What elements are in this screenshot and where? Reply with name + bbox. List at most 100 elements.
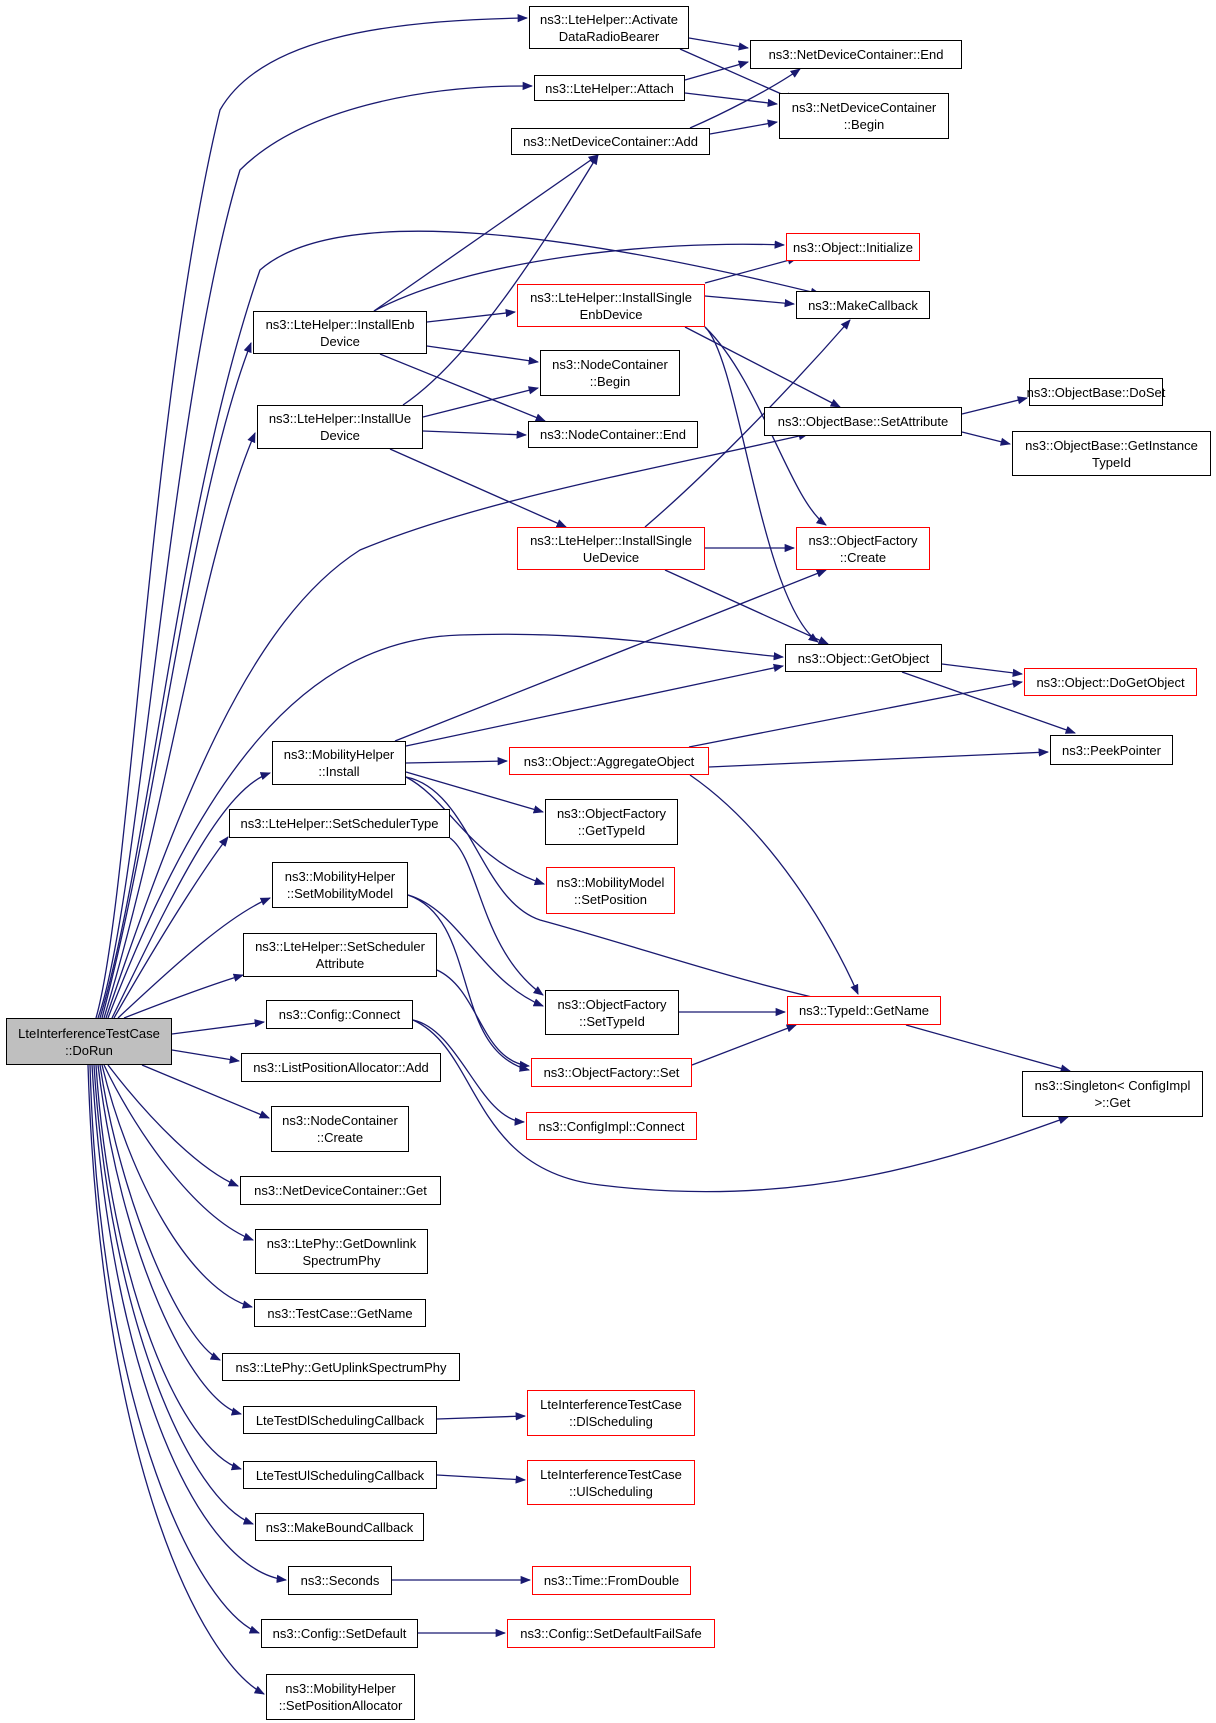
call-edge-38 [684,326,841,408]
call-edge-56 [405,776,545,886]
call-edge-40 [704,326,819,643]
call-edge-8 [111,772,271,1019]
node-mobilityhelper-setpositionallocator[interactable]: ns3::MobilityHelper ::SetPositionAllocat… [266,1674,415,1720]
call-edge-6 [105,432,810,1019]
call-edge-15 [107,1064,239,1187]
call-edge-25 [688,37,750,51]
node-typeid-getname[interactable]: ns3::TypeId::GetName [787,996,941,1025]
call-edge-32 [373,240,786,312]
node-ltephy-getuplinkspectrumphy[interactable]: ns3::LtePhy::GetUplinkSpectrumPhy [222,1353,460,1381]
call-edge-66 [412,1019,526,1126]
node-object-dogetobject[interactable]: ns3::Object::DoGetObject [1024,668,1197,696]
node-ltephy-getdownlinkspectrumphy[interactable]: ns3::LtePhy::GetDownlink SpectrumPhy [255,1229,428,1274]
node-set-scheduler-attribute[interactable]: ns3::LteHelper::SetScheduler Attribute [243,933,437,977]
node-objectbase-doset[interactable]: ns3::ObjectBase::DoSet [1027,378,1165,406]
node-config-setdefaultfailsafe[interactable]: ns3::Config::SetDefaultFailSafe [507,1619,715,1648]
node-config-connect[interactable]: ns3::Config::Connect [266,1000,413,1029]
node-mobilityhelper-setmobilitymodel[interactable]: ns3::MobilityHelper ::SetMobilityModel [272,862,408,908]
call-edge-18 [99,1064,221,1361]
node-objectfactory-create[interactable]: ns3::ObjectFactory ::Create [796,527,930,570]
node-time-fromdouble[interactable]: ns3::Time::FromDouble [532,1566,691,1595]
call-edge-54 [405,757,509,766]
node-config-setdefault[interactable]: ns3::Config::SetDefault [261,1619,418,1648]
call-edge-64 [436,969,531,1069]
call-edge-7 [107,633,785,1019]
call-edge-13 [171,1049,241,1064]
call-edge-63 [407,894,531,1072]
node-seconds[interactable]: ns3::Seconds [288,1566,392,1595]
call-edge-68 [691,1024,797,1066]
call-edge-19 [97,1064,243,1416]
node-install-enb-device[interactable]: ns3::LteHelper::InstallEnb Device [253,311,427,354]
node-set-scheduler-type[interactable]: ns3::LteHelper::SetSchedulerType [229,809,450,838]
call-edge-28 [684,92,779,108]
call-edge-17 [101,1064,254,1309]
node-mobilityhelper-install[interactable]: ns3::MobilityHelper ::Install [272,741,406,785]
node-install-single-enb-device[interactable]: ns3::LteHelper::InstallSingle EnbDevice [517,284,705,327]
node-objectfactory-set[interactable]: ns3::ObjectFactory::Set [531,1058,692,1087]
call-edge-26 [679,48,796,101]
call-edge-43 [422,430,528,439]
node-nodecontainer-end[interactable]: ns3::NodeContainer::End [528,421,698,448]
node-nodecontainer-begin[interactable]: ns3::NodeContainer ::Begin [540,350,680,396]
call-edge-30 [709,119,779,135]
node-singleton-get[interactable]: ns3::Singleton< ConfigImpl >::Get [1022,1071,1203,1117]
node-objectbase-getinstancetypeid[interactable]: ns3::ObjectBase::GetInstance TypeId [1012,431,1211,476]
node-install-ue-device[interactable]: ns3::LteHelper::InstallUe Device [257,405,423,449]
node-mobilitymodel-setposition[interactable]: ns3::MobilityModel ::SetPosition [546,867,675,914]
node-object-initialize[interactable]: ns3::Object::Initialize [786,233,920,261]
node-testcase-getname[interactable]: ns3::TestCase::GetName [254,1299,426,1327]
node-objectfactory-settypeid[interactable]: ns3::ObjectFactory ::SetTypeId [545,990,679,1035]
node-install-single-ue-device[interactable]: ns3::LteHelper::InstallSingle UeDevice [517,527,705,570]
call-edge-12 [171,1019,266,1035]
node-objectfactory-gettypeid[interactable]: ns3::ObjectFactory ::GetTypeId [545,799,678,845]
call-edge-5 [103,432,256,1019]
call-edge-33 [426,308,517,323]
call-edge-2 [97,81,534,1019]
call-edge-20 [95,1064,242,1471]
call-edge-71 [436,1474,527,1484]
node-makeboundcallback[interactable]: ns3::MakeBoundCallback [255,1513,424,1541]
node-dl-scheduling-callback[interactable]: LteTestDlSchedulingCallback [243,1406,437,1434]
node-ndc-begin[interactable]: ns3::NetDeviceContainer ::Begin [779,93,949,139]
call-edge-27 [684,60,749,81]
node-peekpointer[interactable]: ns3::PeekPointer [1050,735,1173,765]
node-object-getobject[interactable]: ns3::Object::GetObject [785,644,942,672]
node-ndc-end[interactable]: ns3::NetDeviceContainer::End [750,40,962,69]
call-edge-62 [407,894,544,1007]
node-listpositionallocator-add[interactable]: ns3::ListPositionAllocator::Add [241,1053,441,1082]
node-ul-scheduling-callback[interactable]: LteTestUlSchedulingCallback [243,1461,437,1489]
node-ltc-dlscheduling[interactable]: LteInterferenceTestCase ::DlScheduling [527,1390,695,1436]
node-object-aggregateobject[interactable]: ns3::Object::AggregateObject [509,747,709,775]
call-edge-59 [688,679,1024,748]
node-nodecontainer-create[interactable]: ns3::NodeContainer ::Create [271,1106,409,1152]
call-edge-11 [123,973,244,1019]
call-edge-31 [373,154,599,312]
node-make-callback[interactable]: ns3::MakeCallback [796,291,930,319]
call-edge-35 [379,353,546,422]
call-edge-67 [412,1019,1069,1193]
call-edge-44 [389,448,567,528]
node-doRun: LteInterferenceTestCase ::DoRun [6,1018,172,1065]
call-edge-21 [93,1064,254,1525]
call-edge-10 [117,897,271,1019]
call-edge-16 [103,1064,254,1241]
node-ltc-ulscheduling[interactable]: LteInterferenceTestCase ::UlScheduling [527,1460,695,1505]
node-attach[interactable]: ns3::LteHelper::Attach [534,75,685,101]
call-edge-55 [405,771,544,814]
call-edge-37 [704,256,799,284]
node-configimpl-connect[interactable]: ns3::ConfigImpl::Connect [526,1112,697,1140]
node-ndc-get[interactable]: ns3::NetDeviceContainer::Get [240,1176,441,1205]
call-edge-46 [961,431,1012,446]
call-edge-58 [708,748,1050,768]
node-activate-data-radio-bearer[interactable]: ns3::LteHelper::Activate DataRadioBearer [529,6,689,49]
call-edge-51 [901,671,1076,734]
node-objectbase-setattribute[interactable]: ns3::ObjectBase::SetAttribute [764,407,962,436]
call-edge-61 [449,837,544,996]
call-edge-36 [704,295,796,308]
call-edge-60 [689,774,859,995]
node-ndc-add[interactable]: ns3::NetDeviceContainer::Add [511,128,710,155]
call-edge-4 [101,342,252,1019]
call-edge-39 [704,326,827,526]
